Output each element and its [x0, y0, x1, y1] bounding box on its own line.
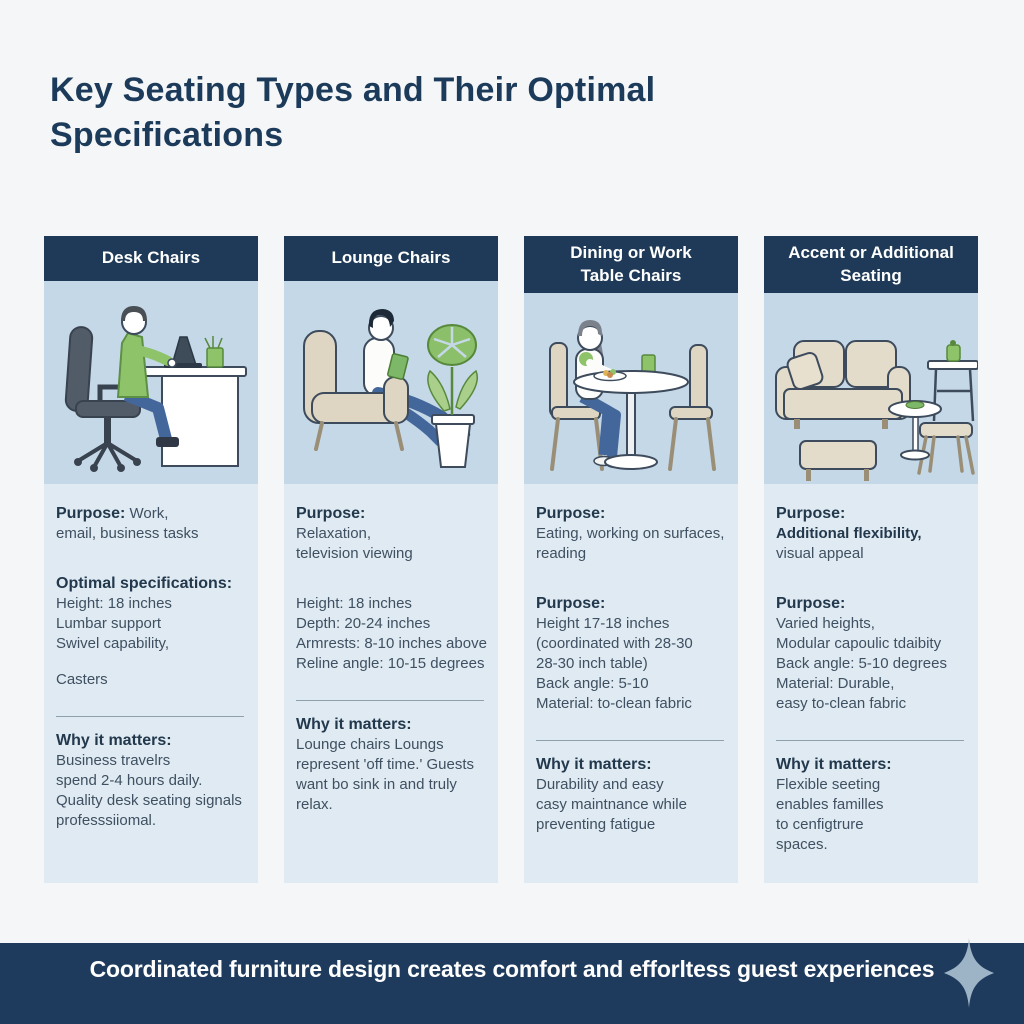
sofa-and-tables-drawing — [775, 340, 978, 481]
why-text: Business travelrs — [56, 752, 171, 769]
spec-line: Lumbar support — [56, 615, 162, 632]
column-header-dining-table-chairs: Dining or Work Table Chairs — [524, 236, 738, 293]
column-lounge-chairs: Lounge Chairs — [284, 236, 498, 883]
spec-line: (coordinated with 28-30 — [536, 635, 693, 652]
spec-line: Height: 18 inches — [56, 595, 172, 612]
page-title: Key Seating Types and Their Optimal Spec… — [50, 71, 656, 154]
purpose-text: television viewing — [296, 545, 413, 562]
specs-label: Purpose: — [776, 595, 846, 612]
purpose-label: Purpose: — [296, 505, 366, 522]
desk-chair-illustration — [44, 281, 258, 484]
desk-chairs-details: Purpose: Work, email, business tasks Opt… — [44, 484, 258, 883]
why-text: Lounge chairs Loungs — [296, 736, 444, 753]
why-label: Why it matters: — [56, 732, 172, 749]
spec-line: Height: 18 inches — [296, 595, 412, 612]
why-label: Why it matters: — [536, 756, 652, 773]
lounge-chairs-details: Purpose: Relaxation, television viewing … — [284, 484, 498, 883]
section-divider — [296, 700, 484, 701]
why-label: Why it matters: — [296, 716, 412, 733]
column-header-desk-chairs: Desk Chairs — [44, 236, 258, 281]
spec-line: 28-30 inch table) — [536, 655, 648, 672]
purpose-label: Purpose: — [536, 505, 606, 522]
footer-tagline: Coordinated furniture design creates com… — [89, 956, 935, 982]
purpose-text: Purpose: Work, — [56, 505, 169, 522]
why-text: casy maintnance while — [536, 796, 687, 813]
lounge-chair-illustration — [284, 281, 498, 484]
why-text: to cenfigtrure — [776, 816, 864, 833]
spec-line: Casters — [56, 671, 108, 688]
footer-banner: Coordinated furniture design creates com… — [0, 938, 1024, 1024]
person-reading-drawing — [303, 309, 478, 468]
why-text: Flexible seeting — [776, 776, 881, 793]
specs-label: Purpose: — [536, 595, 606, 612]
spec-line: Back angle: 5-10 — [536, 675, 649, 692]
spec-line: easy to-clean fabric — [776, 695, 907, 712]
purpose-text: Eating, working on surfaces, — [536, 525, 725, 542]
section-divider — [56, 716, 244, 717]
header-line: Table Chairs — [580, 265, 682, 285]
dining-table-chairs-details: Purpose: Eating, working on surfaces, re… — [524, 484, 738, 883]
spec-line: Varied heights, — [776, 615, 875, 632]
sparkle-icon — [942, 937, 996, 1009]
why-text: preventing fatigue — [536, 816, 656, 833]
header-line: Desk Chairs — [101, 248, 201, 268]
column-accent-seating: Accent or Additional Seating — [764, 236, 978, 883]
column-desk-chairs: Desk Chairs — [44, 236, 258, 883]
header-line: Accent or Additional — [788, 243, 954, 263]
why-text: spaces. — [776, 836, 828, 853]
column-header-accent-seating: Accent or Additional Seating — [764, 236, 978, 293]
why-label: Why it matters: — [776, 756, 892, 773]
purpose-label: Purpose: — [56, 505, 126, 522]
why-text: enables familles — [776, 796, 884, 813]
purpose-text: visual appeal — [776, 545, 864, 562]
spec-line: Material: to-clean fabric — [536, 695, 692, 712]
header-line: Lounge Chairs — [331, 248, 451, 268]
purpose-text: email, business tasks — [56, 525, 199, 542]
column-dining-table-chairs: Dining or Work Table Chairs — [524, 236, 738, 883]
purpose-text: Additional flexibility, — [776, 525, 922, 542]
spec-line: Swivel capability, — [56, 635, 170, 652]
purpose-label: Purpose: — [776, 505, 846, 522]
header-line: Seating — [840, 265, 902, 285]
why-text: relax. — [296, 796, 333, 813]
spec-line: Material: Durable, — [776, 675, 895, 692]
person-at-table-drawing — [549, 320, 716, 471]
seating-types-columns: Desk Chairs — [44, 236, 981, 883]
header-line: Dining or Work — [570, 243, 692, 263]
accent-seating-illustration — [764, 293, 978, 484]
why-text: professsiiomal. — [56, 812, 157, 829]
spec-line: Modular capoulic tdaibity — [776, 635, 942, 652]
spec-line: Height 17-18 inches — [536, 615, 670, 632]
why-text: want bo sink in and truly — [296, 776, 457, 793]
spec-line: Armrests: 8-10 inches above — [296, 635, 487, 652]
why-text: Durability and easy — [536, 776, 664, 793]
spec-line: Back angle: 5-10 degrees — [776, 655, 947, 672]
purpose-text: Relaxation, — [296, 525, 372, 542]
accent-seating-details: Purpose: Additional flexibility, visual … — [764, 484, 978, 883]
person-working-at-desk-drawing — [64, 306, 247, 472]
why-text: represent 'off time.' Guests — [296, 756, 475, 773]
section-divider — [536, 740, 724, 741]
purpose-text: reading — [536, 545, 587, 562]
section-divider — [776, 740, 964, 741]
column-header-lounge-chairs: Lounge Chairs — [284, 236, 498, 281]
why-text: spend 2-4 hours daily. — [56, 772, 203, 789]
spec-line: Reline angle: 10-15 degrees — [296, 655, 485, 672]
specs-label: Optimal specifications: — [56, 575, 233, 592]
dining-chair-illustration — [524, 293, 738, 484]
why-text: Quality desk seating signals — [56, 792, 242, 809]
spec-line: Depth: 20-24 inches — [296, 615, 431, 632]
